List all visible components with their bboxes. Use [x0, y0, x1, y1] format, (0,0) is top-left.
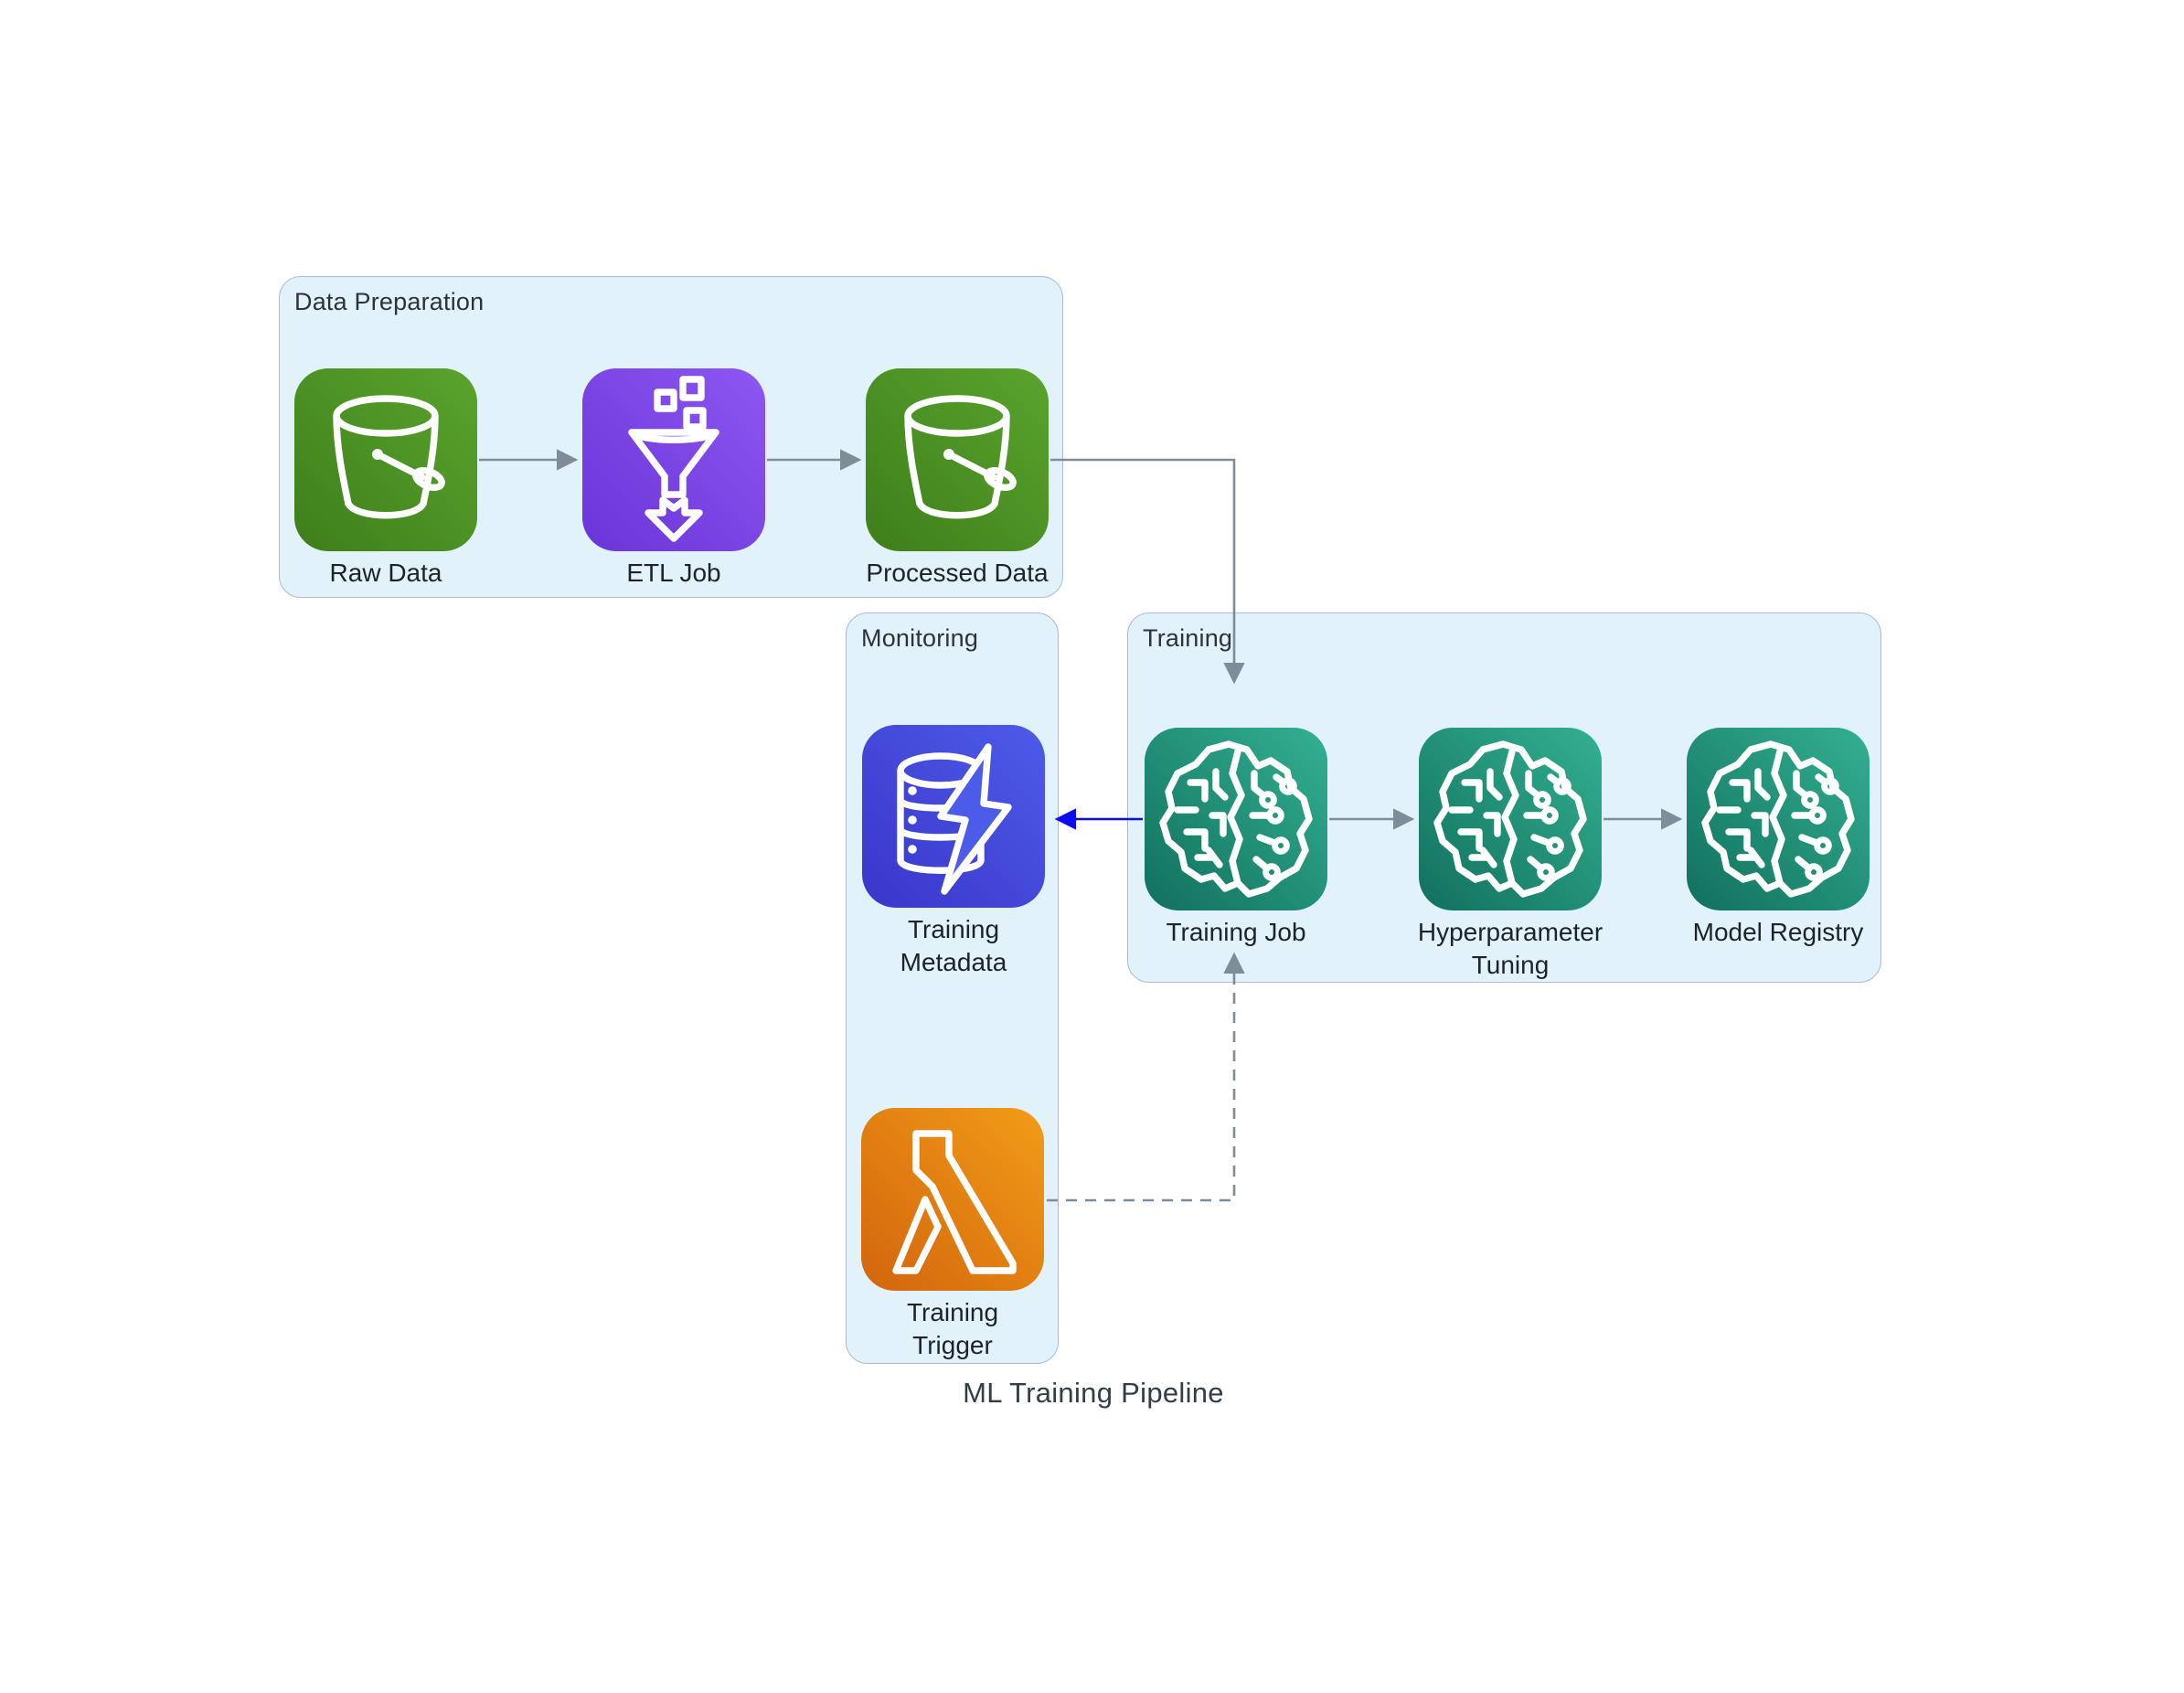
- group-data-preparation-label: Data Preparation: [294, 288, 485, 315]
- training-trigger-tile: [861, 1108, 1044, 1291]
- node-raw-data-label: Raw Data: [329, 559, 442, 587]
- group-monitoring-label: Monitoring: [861, 624, 979, 652]
- training-metadata-tile: [862, 725, 1045, 908]
- glue-funnel-icon: [582, 368, 765, 551]
- node-hyperparameter-tuning: Hyperparameter Tuning: [1418, 728, 1603, 979]
- node-processed-data: Processed Data: [866, 368, 1049, 587]
- node-hyperparameter-tuning-label: Hyperparameter Tuning: [1417, 918, 1603, 979]
- node-model-registry-label: Model Registry: [1692, 918, 1864, 946]
- sagemaker-brain-icon: [1145, 728, 1327, 910]
- node-raw-data: Raw Data: [294, 368, 477, 587]
- diagram-title: ML Training Pipeline: [963, 1377, 1224, 1409]
- raw-data-tile: [294, 368, 477, 551]
- sagemaker-brain-icon: [1687, 728, 1870, 910]
- dynamodb-lightning-icon: [862, 725, 1045, 908]
- sagemaker-brain-icon: [1419, 728, 1602, 910]
- processed-data-tile: [866, 368, 1049, 551]
- node-training-trigger: Training Trigger: [861, 1108, 1044, 1359]
- group-training-label: Training: [1143, 624, 1233, 652]
- lambda-icon: [861, 1108, 1044, 1291]
- arrow-trainingtrigger-to-trainingjob-dashed: [1047, 952, 1245, 1202]
- s3-bucket-icon: [294, 368, 477, 551]
- node-model-registry: Model Registry: [1687, 728, 1870, 946]
- node-etl-job: ETL Job: [582, 368, 765, 587]
- model-registry-tile: [1687, 728, 1870, 910]
- node-processed-data-label: Processed Data: [866, 559, 1049, 587]
- node-training-metadata: Training Metadata: [862, 725, 1045, 976]
- node-training-job: Training Job: [1145, 728, 1327, 946]
- node-training-metadata-label: Training Metadata: [900, 915, 1007, 976]
- etl-job-tile: [582, 368, 765, 551]
- node-training-job-label: Training Job: [1166, 918, 1306, 946]
- hyperparameter-tuning-tile: [1419, 728, 1602, 910]
- node-training-trigger-label: Training Trigger: [906, 1298, 999, 1359]
- s3-bucket-icon: [866, 368, 1049, 551]
- training-job-tile: [1145, 728, 1327, 910]
- node-etl-job-label: ETL Job: [626, 559, 721, 587]
